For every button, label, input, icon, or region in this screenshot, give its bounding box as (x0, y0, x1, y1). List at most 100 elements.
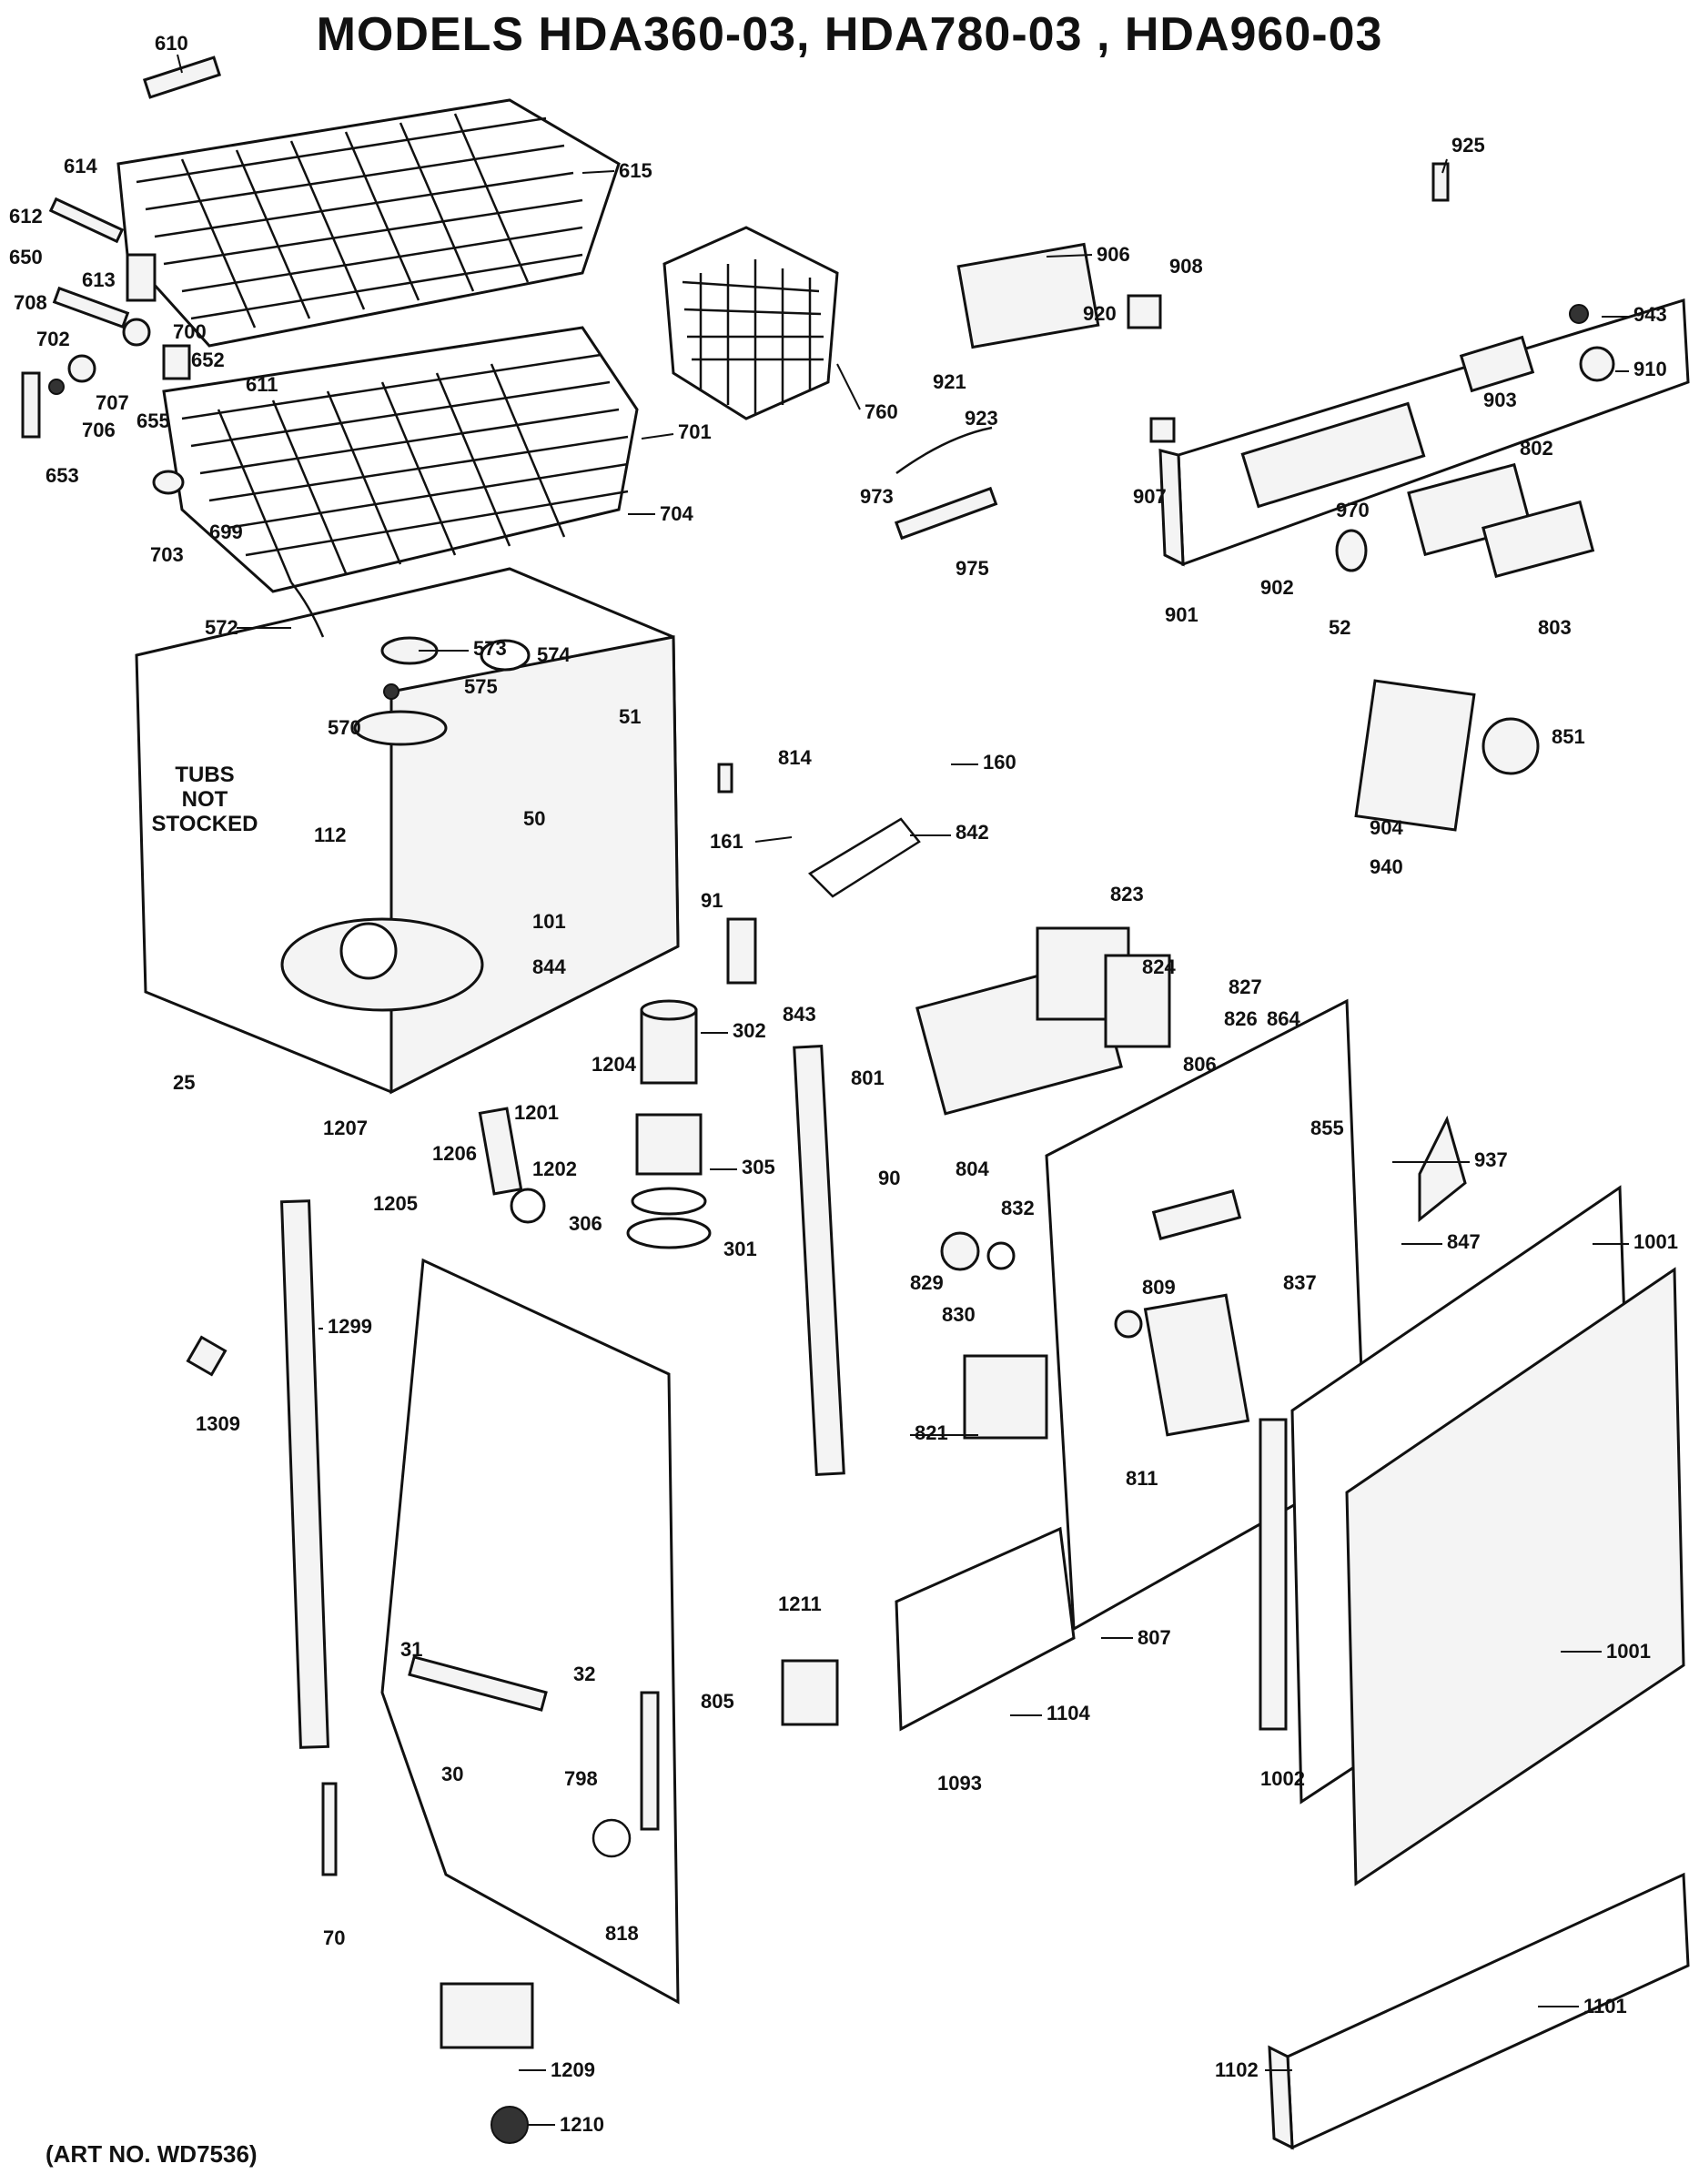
art-number: (ART NO. WD7536) (46, 2140, 258, 2168)
label-920: 920 (1083, 302, 1117, 325)
label-973: 973 (860, 485, 894, 508)
label-1001-top: 1001 (1633, 1230, 1678, 1253)
label-801: 801 (851, 1067, 885, 1089)
label-615: 615 (619, 159, 652, 182)
label-855: 855 (1310, 1117, 1344, 1139)
label-574: 574 (537, 643, 571, 666)
label-700: 700 (173, 320, 207, 343)
label-91: 91 (701, 889, 723, 912)
label-707: 707 (96, 391, 129, 414)
label-112: 112 (314, 824, 347, 846)
middle-parts (717, 763, 1171, 1477)
label-31: 31 (400, 1638, 422, 1661)
label-798: 798 (564, 1767, 598, 1790)
label-827: 827 (1229, 976, 1262, 998)
label-818: 818 (605, 1922, 639, 1945)
label-821: 821 (915, 1421, 948, 1444)
control-panel (894, 162, 1690, 832)
label-699: 699 (209, 521, 243, 543)
page-title: MODELS HDA360-03, HDA780-03 , HDA960-03 (316, 8, 1383, 61)
label-760: 760 (865, 400, 898, 423)
label-804: 804 (956, 1158, 989, 1180)
leader-lines (177, 54, 1629, 2126)
rack-hardware (21, 197, 191, 495)
label-613: 613 (82, 268, 116, 291)
label-1093: 1093 (937, 1772, 982, 1795)
label-803: 803 (1538, 616, 1572, 639)
label-824: 824 (1142, 956, 1176, 978)
label-610: 610 (155, 32, 188, 55)
label-1210: 1210 (560, 2113, 604, 2136)
label-614: 614 (64, 155, 97, 177)
label-573: 573 (473, 637, 507, 660)
label-829: 829 (910, 1271, 944, 1294)
label-70: 70 (323, 1926, 345, 1949)
tubs-not-stocked-note: TUBS NOT STOCKED (137, 763, 273, 836)
label-652: 652 (191, 349, 225, 371)
label-302: 302 (733, 1019, 766, 1042)
label-843: 843 (783, 1003, 816, 1026)
label-864: 864 (1267, 1007, 1300, 1030)
label-907: 907 (1133, 485, 1167, 508)
label-975: 975 (956, 557, 989, 580)
label-301: 301 (723, 1238, 757, 1260)
label-921: 921 (933, 370, 966, 393)
label-1202: 1202 (532, 1158, 577, 1180)
label-902: 902 (1260, 576, 1294, 599)
lower-rack (162, 326, 639, 593)
label-1299: 1299 (328, 1315, 372, 1338)
label-612: 612 (9, 205, 43, 228)
label-703: 703 (150, 543, 184, 566)
label-842: 842 (956, 821, 989, 844)
label-101: 101 (532, 910, 566, 933)
label-832: 832 (1001, 1197, 1035, 1219)
label-903: 903 (1483, 389, 1517, 411)
label-704: 704 (660, 502, 693, 525)
label-1205: 1205 (373, 1192, 418, 1215)
label-823: 823 (1110, 883, 1144, 905)
label-1211: 1211 (778, 1592, 822, 1615)
label-702: 702 (36, 328, 70, 350)
label-807: 807 (1138, 1626, 1171, 1649)
label-925: 925 (1451, 134, 1485, 157)
label-1201: 1201 (514, 1101, 559, 1124)
label-826: 826 (1224, 1007, 1258, 1030)
label-653: 653 (46, 464, 79, 487)
label-51: 51 (619, 705, 641, 728)
label-1001-bottom: 1001 (1606, 1640, 1651, 1663)
label-1207: 1207 (323, 1117, 368, 1139)
label-1204: 1204 (592, 1053, 637, 1076)
label-655: 655 (137, 410, 170, 432)
label-851: 851 (1552, 725, 1585, 748)
label-937: 937 (1474, 1148, 1508, 1171)
label-1102: 1102 (1215, 2058, 1259, 2081)
label-901: 901 (1165, 603, 1198, 626)
label-25: 25 (173, 1071, 195, 1094)
label-90: 90 (878, 1167, 900, 1189)
label-701: 701 (678, 420, 712, 443)
label-160: 160 (983, 751, 1016, 774)
label-1002: 1002 (1260, 1767, 1305, 1790)
label-910: 910 (1633, 358, 1667, 380)
label-847: 847 (1447, 1230, 1481, 1253)
label-1206: 1206 (432, 1142, 477, 1165)
label-970: 970 (1336, 499, 1370, 521)
outer-door-panels (895, 1185, 1690, 2150)
label-575: 575 (464, 675, 498, 698)
label-1309: 1309 (196, 1412, 240, 1435)
label-570: 570 (328, 716, 361, 739)
label-923: 923 (965, 407, 998, 430)
label-940: 940 (1370, 855, 1403, 878)
label-906: 906 (1097, 243, 1130, 266)
label-806: 806 (1183, 1053, 1217, 1076)
label-814: 814 (778, 746, 812, 769)
label-805: 805 (701, 1690, 734, 1713)
upper-rack (116, 56, 621, 348)
label-161: 161 (710, 830, 743, 853)
part-labels: 610 614 612 650 613 708 702 707 706 653 … (9, 32, 1678, 2136)
label-908: 908 (1169, 255, 1203, 278)
label-306: 306 (569, 1212, 602, 1235)
label-830: 830 (942, 1303, 976, 1326)
label-802: 802 (1520, 437, 1553, 460)
